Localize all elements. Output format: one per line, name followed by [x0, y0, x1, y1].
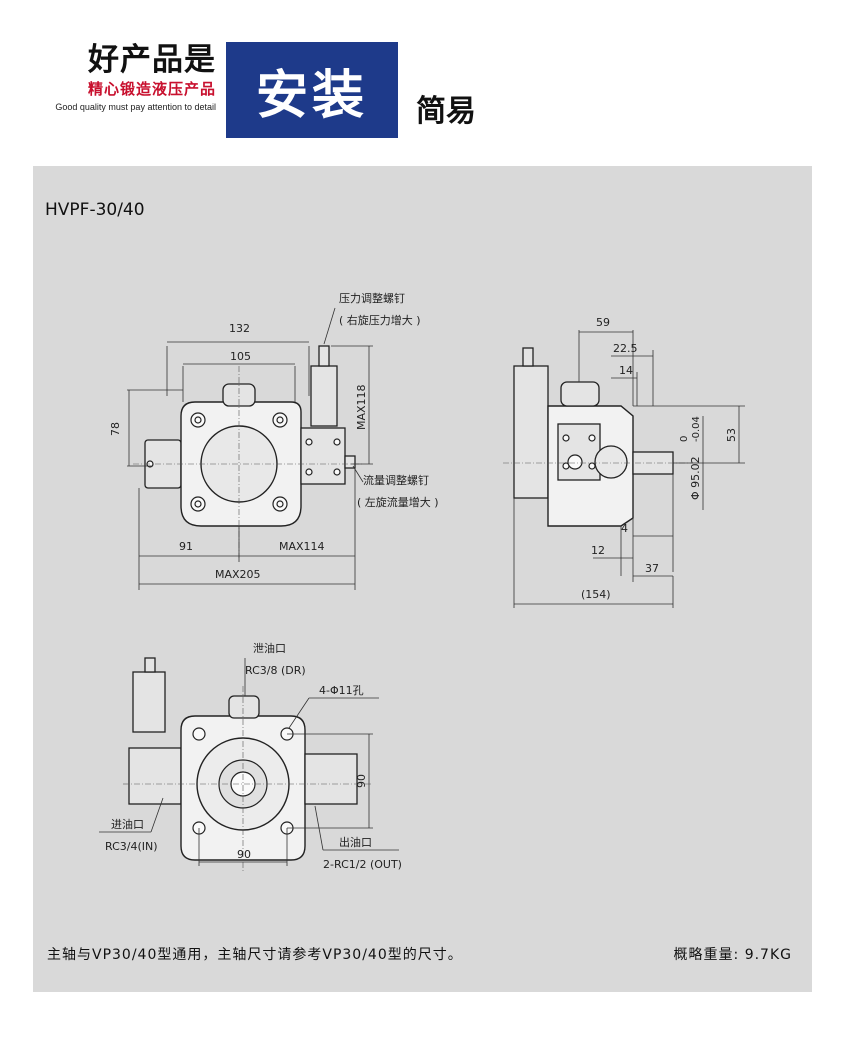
dim-53: 53 [725, 428, 738, 442]
holes-label: 4-Φ11孔 [319, 684, 364, 697]
dim-4: 4 [621, 522, 628, 535]
pressure-adjuster [310, 365, 338, 427]
rear-outlet-block [304, 753, 358, 805]
dim-90-vertical: 90 [355, 774, 368, 788]
side-valve-block [557, 423, 601, 481]
drain-spec: RC3/8 (DR) [245, 664, 306, 677]
side-top-boss [560, 381, 600, 407]
flow-screw-label: 流量调整螺钉 [363, 473, 429, 487]
flow-block [300, 427, 346, 485]
dim-132: 132 [229, 322, 250, 335]
dim-90-horizontal: 90 [237, 848, 251, 861]
bolt-holes [190, 412, 288, 512]
rear-screw [144, 657, 156, 673]
dim-max205: MAX205 [215, 568, 261, 581]
side-adjuster [513, 365, 549, 499]
dim-14: 14 [619, 364, 633, 377]
top-boss [222, 383, 256, 407]
header-subtitle: 精心锻造液压产品 [87, 80, 216, 98]
shaft-note: 主轴与VP30/40型通用，主轴尺寸请参考VP30/40型的尺寸。 [47, 947, 463, 963]
weight-note: 概略重量: 9.7KG [673, 947, 792, 963]
dim-154: (154) [581, 588, 611, 601]
rear-inlet-block [128, 747, 182, 805]
dim-max114: MAX114 [279, 540, 325, 553]
inlet-label: 进油口 [111, 817, 144, 831]
dim-22-5: 22.5 [613, 342, 638, 355]
drain-boss [228, 695, 260, 719]
header-banner: 安装 [226, 42, 398, 138]
dim-78: 78 [109, 422, 122, 436]
inlet-spec: RC3/4(IN) [105, 840, 158, 853]
header-english: Good quality must pay attention to detai… [55, 102, 216, 112]
dim-diameter: Φ 95.02 [689, 456, 702, 500]
pressure-screw [318, 345, 330, 367]
rear-adjuster [132, 671, 166, 733]
side-screw [522, 347, 534, 367]
pressure-screw-label: 压力调整螺钉 [339, 291, 405, 305]
tol-upper: 0 [679, 436, 690, 442]
flow-screw [344, 455, 356, 469]
drain-label: 泄油口 [253, 641, 286, 655]
dim-12: 12 [591, 544, 605, 557]
tol-lower: -0.04 [691, 416, 702, 442]
drawing-panel: HVPF-30/40 [33, 166, 812, 992]
header-title: 好产品是 [88, 42, 216, 78]
header-slogan: 好产品是 精心锻造液压产品 Good quality must pay atte… [40, 42, 216, 114]
technical-drawing: 132 105 78 MAX118 91 MAX114 [99, 291, 745, 872]
dim-91: 91 [179, 540, 193, 553]
front-view: 132 105 78 MAX118 91 MAX114 [109, 291, 439, 590]
flow-note: ( 左旋流量增大 ) [357, 495, 439, 509]
side-view: 59 22.5 14 53 Φ 95.02 0 -0.04 4 [503, 316, 745, 608]
dim-37: 37 [645, 562, 659, 575]
dim-max118: MAX118 [355, 384, 368, 430]
dim-59: 59 [596, 316, 610, 329]
outlet-spec: 2-RC1/2 (OUT) [323, 858, 402, 871]
model-title: HVPF-30/40 [45, 200, 145, 220]
pressure-note: ( 右旋压力增大 ) [339, 313, 421, 327]
header-right-text: 简易 [416, 94, 476, 129]
dim-105: 105 [230, 350, 251, 363]
rear-view: 90 90 泄油口 RC3/8 (DR) 4-Φ11孔 进油口 RC3/4(IN… [99, 641, 402, 872]
outlet-label: 出油口 [339, 835, 372, 849]
